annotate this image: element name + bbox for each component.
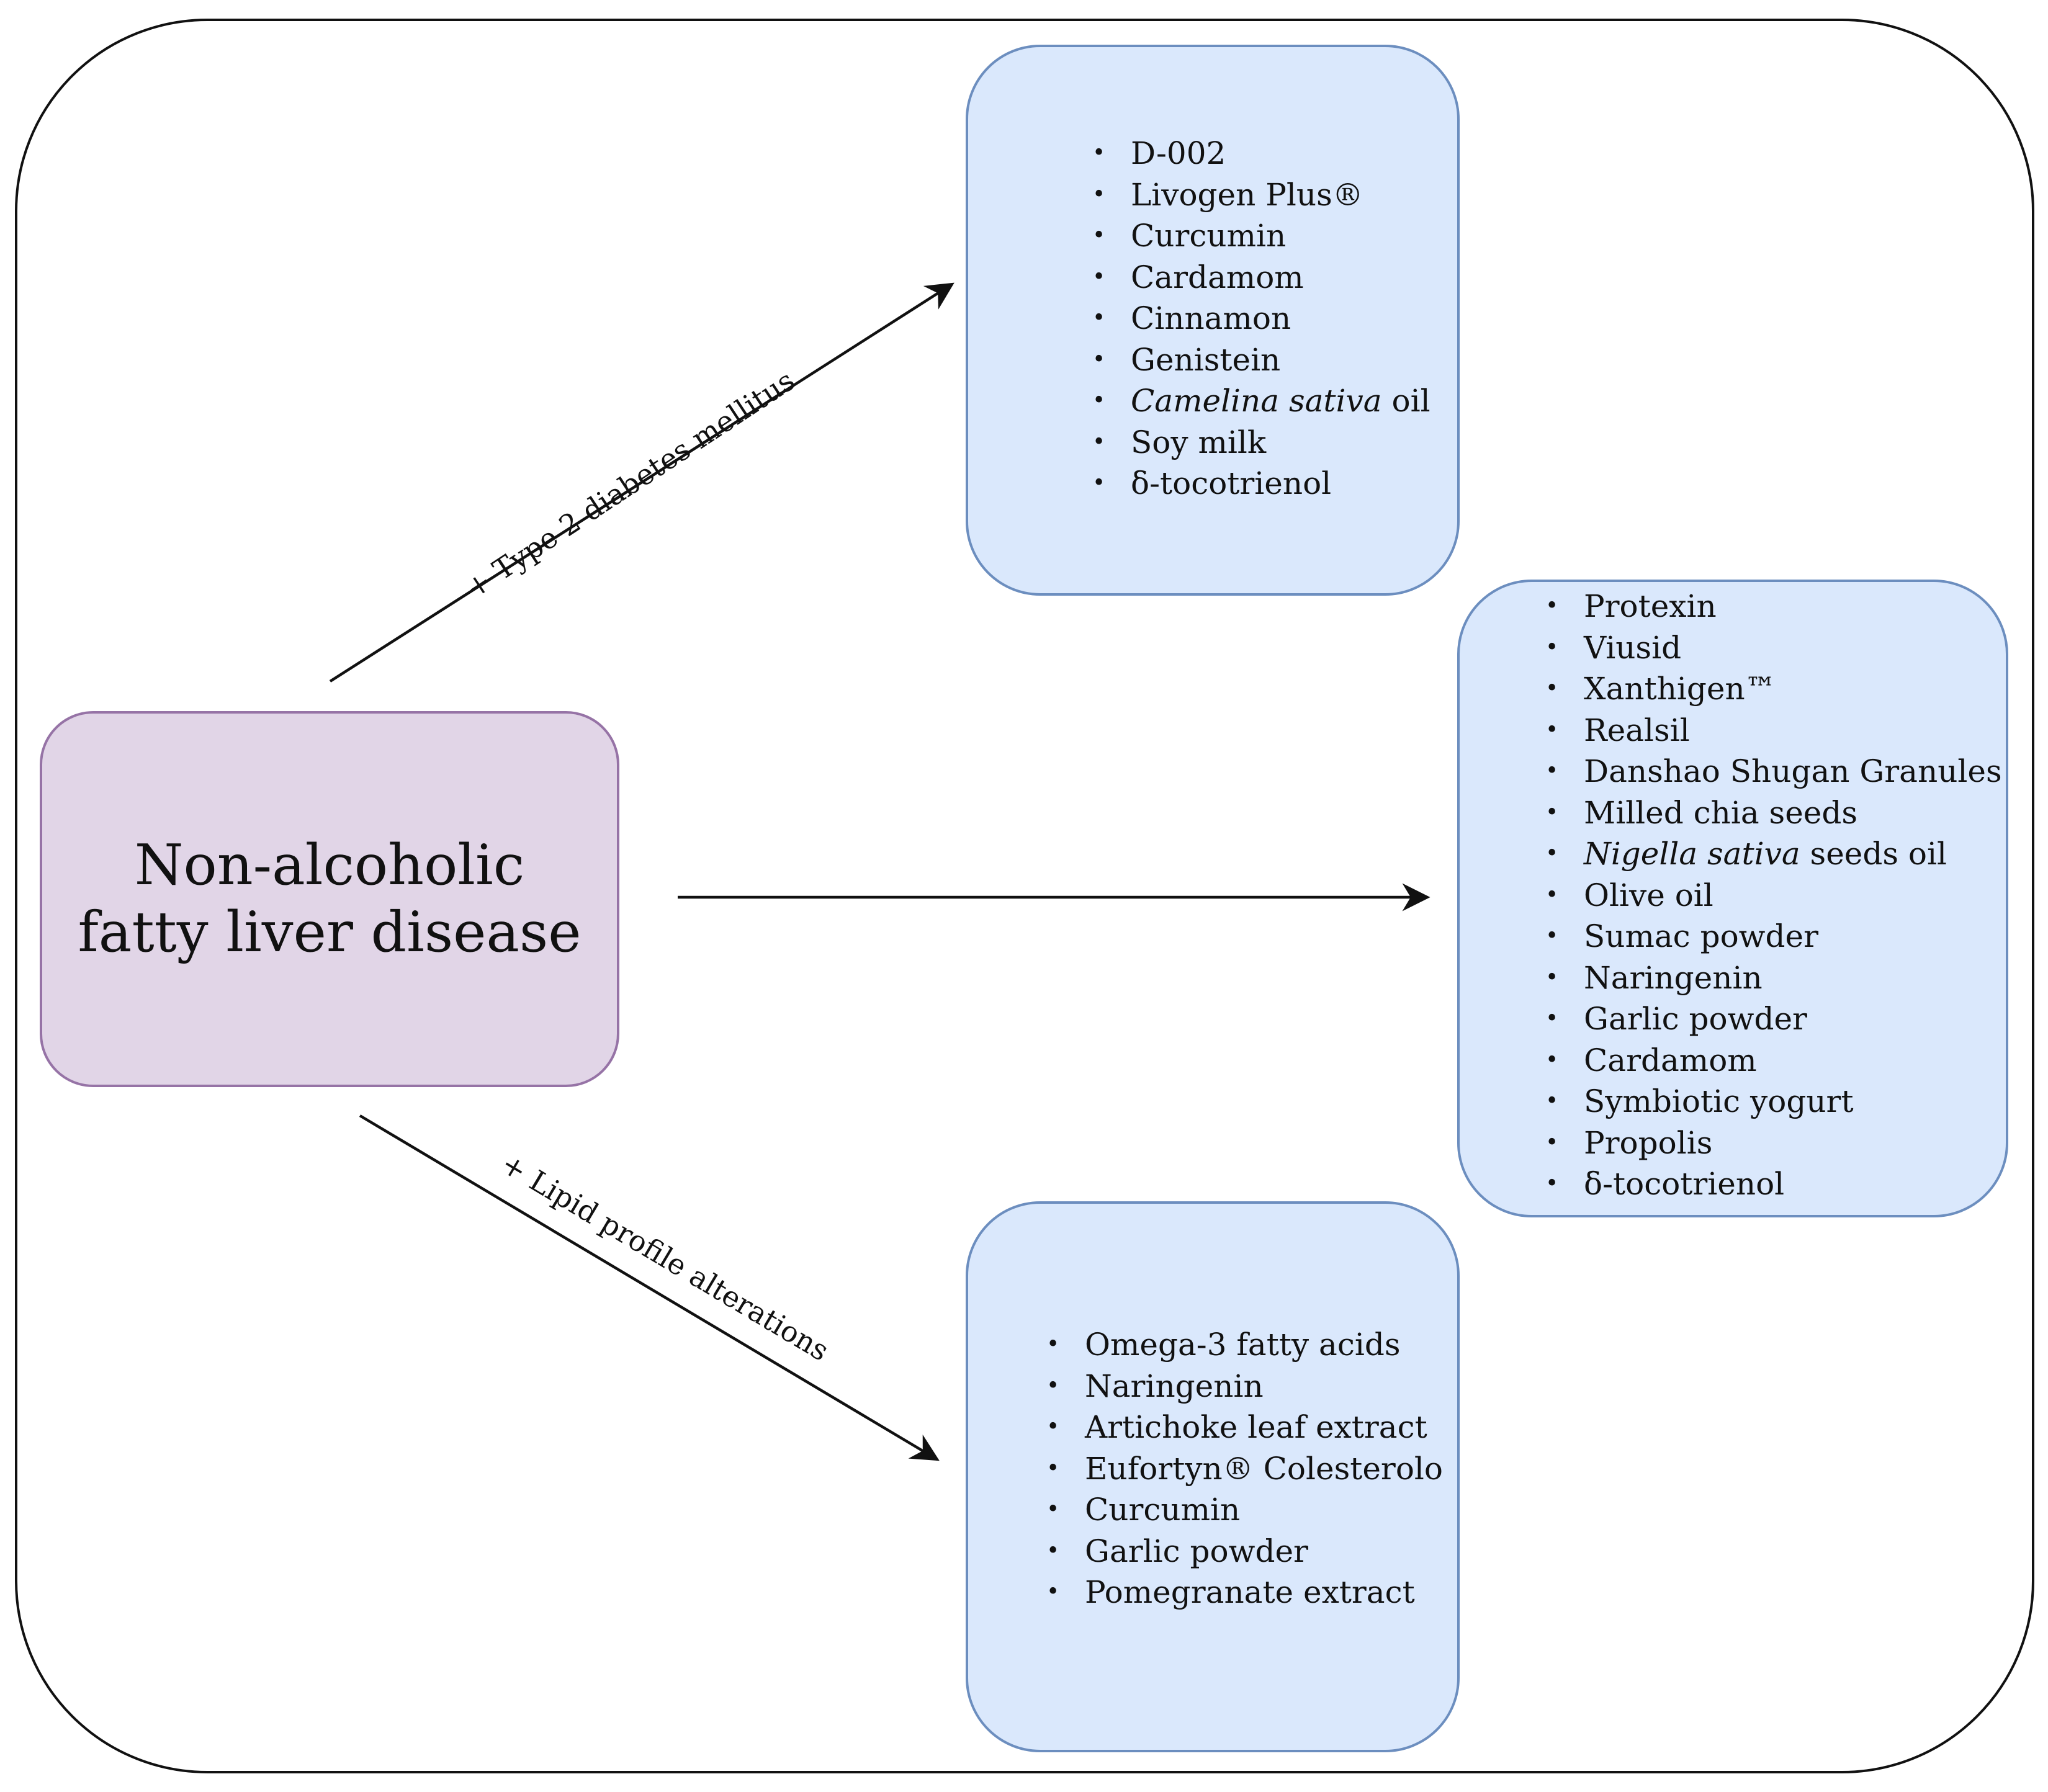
list-item: Camelina sativa oil bbox=[1092, 380, 1430, 422]
list-item: Garlic powder bbox=[1545, 998, 2002, 1040]
list-item: Genistein bbox=[1092, 339, 1430, 381]
list-item: Olive oil bbox=[1545, 875, 2002, 916]
list-item: Viusid bbox=[1545, 627, 2002, 669]
list-item: Cardamom bbox=[1092, 257, 1430, 298]
list-item: Pomegranate extract bbox=[1046, 1572, 1443, 1613]
list-item: D-002 bbox=[1092, 133, 1430, 174]
nafld-supplements-list: ProtexinViusidXanthigen™RealsilDanshao S… bbox=[1545, 586, 2002, 1205]
list-item: Garlic powder bbox=[1046, 1531, 1443, 1572]
list-item: Danshao Shugan Granules bbox=[1545, 751, 2002, 792]
list-item: Curcumin bbox=[1046, 1489, 1443, 1531]
list-item: Propolis bbox=[1545, 1122, 2002, 1164]
list-item: Milled chia seeds bbox=[1545, 792, 2002, 834]
arrow-to-lipid bbox=[359, 1114, 940, 1461]
arrow-to-t2dm bbox=[329, 282, 954, 683]
outer-frame bbox=[15, 19, 2034, 1773]
list-item: δ-tocotrienol bbox=[1545, 1163, 2002, 1205]
list-item: Soy milk bbox=[1092, 422, 1430, 464]
list-item: Artichoke leaf extract bbox=[1046, 1407, 1443, 1448]
list-item: Sumac powder bbox=[1545, 916, 2002, 957]
list-item: Omega-3 fatty acids bbox=[1046, 1324, 1443, 1366]
list-item: Cardamom bbox=[1545, 1040, 2002, 1082]
nafld-label: Non-alcoholic fatty liver disease bbox=[78, 833, 582, 965]
list-item: Curcumin bbox=[1092, 215, 1430, 257]
nafld-supplements-box: ProtexinViusidXanthigen™RealsilDanshao S… bbox=[1457, 580, 2008, 1217]
list-item: Xanthigen™ bbox=[1545, 668, 2002, 710]
t2dm-supplements-box: D-002Livogen Plus®CurcuminCardamomCinnam… bbox=[966, 45, 1460, 596]
nafld-box: Non-alcoholic fatty liver disease bbox=[40, 711, 619, 1087]
lipid-supplements-list: Omega-3 fatty acidsNaringeninArtichoke l… bbox=[1046, 1324, 1443, 1613]
list-item: Nigella sativa seeds oil bbox=[1545, 833, 2002, 875]
list-item: Naringenin bbox=[1046, 1366, 1443, 1407]
list-item: Eufortyn® Colesterolo bbox=[1046, 1448, 1443, 1490]
list-item: Symbiotic yogurt bbox=[1545, 1081, 2002, 1122]
list-item: Protexin bbox=[1545, 586, 2002, 627]
list-item: Naringenin bbox=[1545, 957, 2002, 999]
list-item: Livogen Plus® bbox=[1092, 174, 1430, 216]
list-item: Cinnamon bbox=[1092, 298, 1430, 339]
t2dm-supplements-list: D-002Livogen Plus®CurcuminCardamomCinnam… bbox=[1092, 133, 1430, 504]
list-item: Realsil bbox=[1545, 710, 2002, 751]
list-item: δ-tocotrienol bbox=[1092, 463, 1430, 504]
lipid-supplements-box: Omega-3 fatty acidsNaringeninArtichoke l… bbox=[966, 1201, 1460, 1752]
